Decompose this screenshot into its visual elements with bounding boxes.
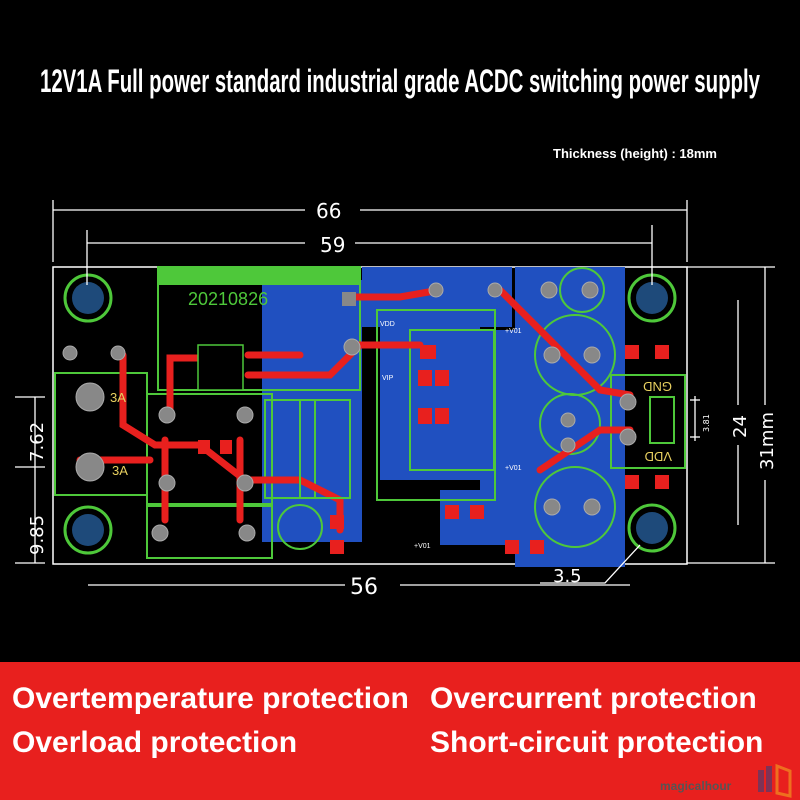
v01-label-c: +V01 (414, 543, 431, 550)
dim-24: 24 (730, 415, 751, 438)
dim-59: 59 (320, 233, 345, 257)
dim-66: 66 (316, 199, 341, 223)
gnd-label: GND (643, 379, 672, 394)
feature-short-circuit: Short-circuit protection (430, 726, 763, 759)
watermark-text: magicalhour (660, 779, 732, 793)
title: 12V1A Full power standard industrial gra… (40, 63, 760, 99)
vip-pad-label: VIP (382, 375, 394, 382)
fuse-label-b: 3A (112, 463, 128, 478)
dim-9-85: 9.85 (27, 515, 48, 555)
dim-31mm: 31mm (757, 412, 778, 470)
mounting-holes (63, 273, 677, 555)
pcb-board: 20210826 3A 3A GND VDD VDD VIP +V01 +V01… (52, 266, 688, 567)
date-code: 20210826 (188, 289, 268, 309)
feature-overtemperature: Overtemperature protection (12, 682, 409, 715)
v01-label-a: +V01 (505, 328, 522, 335)
feature-overcurrent: Overcurrent protection (430, 682, 757, 715)
v01-label-b: +V01 (505, 465, 522, 472)
dim-56: 56 (350, 575, 378, 600)
vdd-pad-label: VDD (380, 321, 395, 328)
ic-chip (197, 344, 244, 391)
dim-7-62: 7.62 (27, 422, 48, 462)
dim-3-81: 3.81 (702, 414, 711, 432)
top-traces (76, 286, 634, 534)
smd-pads (198, 345, 669, 554)
subtitle: Thickness (height) : 18mm (553, 146, 717, 161)
fuse-label-a: 3A (110, 390, 126, 405)
dim-3-5: 3.5 (553, 566, 582, 587)
dimension-lines (15, 200, 775, 586)
watermark-logo (758, 763, 792, 798)
vdd-label: VDD (645, 449, 672, 464)
feature-overload: Overload protection (12, 726, 297, 759)
feature-banner (0, 662, 800, 800)
through-hole-pads (62, 281, 637, 542)
